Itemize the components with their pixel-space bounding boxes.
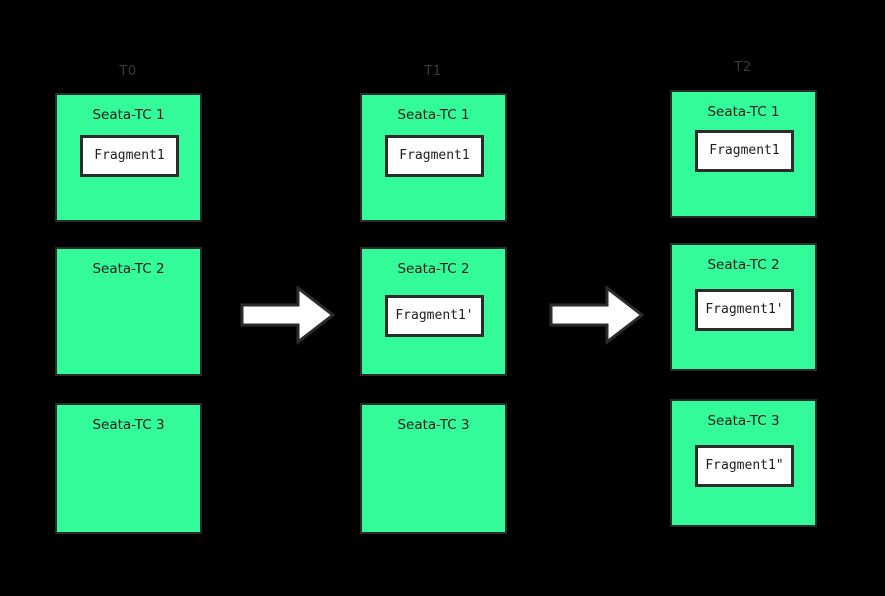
fragment-label-t2-tc2: Fragment1' <box>705 302 784 317</box>
tc-box-t2-tc2[interactable]: Seata-TC 2 Fragment1' <box>670 243 817 371</box>
tc-label-t2-tc2: Seata-TC 2 <box>707 257 780 273</box>
column-header-t1: T1 <box>424 64 442 79</box>
arrow-right-t1-to-t2-glyph <box>549 285 644 345</box>
fragment-label-t1-tc1: Fragment1 <box>399 148 470 163</box>
fragment-label-t2-tc1: Fragment1 <box>709 143 780 158</box>
tc-box-t1-tc1[interactable]: Seata-TC 1 Fragment1 <box>360 93 507 222</box>
fragment-box-t2-tc1[interactable]: Fragment1 <box>695 130 794 172</box>
fragment-label-t0-tc1: Fragment1 <box>94 148 165 163</box>
tc-box-t0-tc3[interactable]: Seata-TC 3 <box>55 403 202 534</box>
fragment-box-t0-tc1[interactable]: Fragment1 <box>80 135 179 177</box>
tc-label-t1-tc2: Seata-TC 2 <box>397 261 470 277</box>
tc-label-t0-tc1: Seata-TC 1 <box>92 107 165 123</box>
fragment-label-t1-tc2: Fragment1' <box>395 308 474 323</box>
tc-label-t1-tc1: Seata-TC 1 <box>397 107 470 123</box>
arrow-right-t1-to-t2 <box>549 285 644 345</box>
tc-box-t0-tc2[interactable]: Seata-TC 2 <box>55 247 202 376</box>
tc-label-t2-tc3: Seata-TC 3 <box>707 413 780 429</box>
tc-box-t1-tc3[interactable]: Seata-TC 3 <box>360 403 507 534</box>
fragment-box-t1-tc1[interactable]: Fragment1 <box>385 135 484 177</box>
fragment-label-t2-tc3: Fragment1" <box>705 458 784 473</box>
tc-label-t2-tc1: Seata-TC 1 <box>707 104 780 120</box>
tc-label-t1-tc3: Seata-TC 3 <box>397 417 470 433</box>
tc-label-t0-tc2: Seata-TC 2 <box>92 261 165 277</box>
tc-box-t0-tc1[interactable]: Seata-TC 1 Fragment1 <box>55 93 202 222</box>
tc-box-t2-tc3[interactable]: Seata-TC 3 Fragment1" <box>670 399 817 527</box>
tc-label-t0-tc3: Seata-TC 3 <box>92 417 165 433</box>
tc-box-t2-tc1[interactable]: Seata-TC 1 Fragment1 <box>670 90 817 218</box>
fragment-box-t1-tc2[interactable]: Fragment1' <box>385 295 484 337</box>
arrow-right-t0-to-t1 <box>240 285 335 345</box>
arrow-right-t0-to-t1-glyph <box>240 285 335 345</box>
tc-box-t1-tc2[interactable]: Seata-TC 2 Fragment1' <box>360 247 507 376</box>
column-header-t0: T0 <box>119 64 137 79</box>
column-header-t2: T2 <box>734 60 752 75</box>
fragment-box-t2-tc2[interactable]: Fragment1' <box>695 289 794 331</box>
fragment-box-t2-tc3[interactable]: Fragment1" <box>695 445 794 487</box>
